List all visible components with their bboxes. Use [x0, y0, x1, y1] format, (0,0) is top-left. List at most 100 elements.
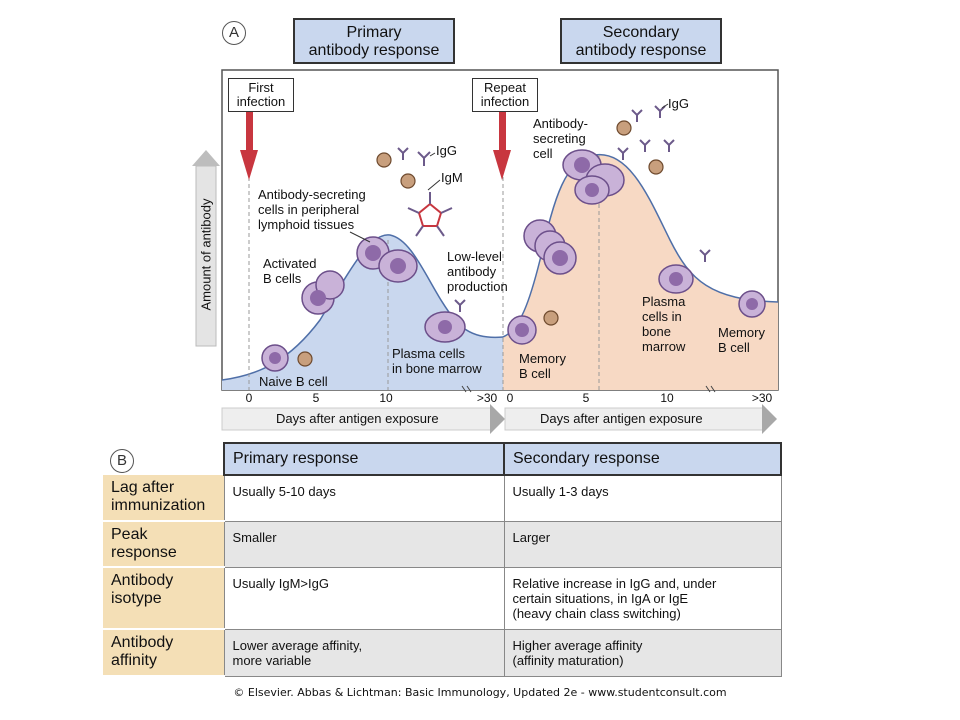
row-label-affinity: Antibody affinity	[103, 629, 224, 677]
cell-secondary-lag: Usually 1-3 days	[503, 474, 782, 522]
row-label-line: Lag after	[111, 479, 175, 496]
antigen-6	[648, 159, 664, 175]
low-level-line2: antibody	[447, 264, 497, 279]
asc-secondary-label: Antibody- secreting cell	[533, 116, 588, 161]
antigen-1	[297, 351, 313, 367]
activated-b-label: Activated B cells	[263, 256, 316, 286]
repeat-infection-line1: Repeat	[484, 80, 526, 95]
cell-line: Higher average affinity	[512, 637, 643, 653]
cell-primary-isotype: Usually IgM>IgG	[223, 566, 505, 630]
tick-secondary-10: 10	[660, 391, 674, 405]
col-header-secondary: Secondary response	[503, 442, 782, 476]
y-axis-arrow	[192, 150, 220, 347]
low-level-line1: Low-level	[447, 249, 502, 264]
first-infection-line1: First	[248, 80, 274, 95]
x-axis-arrow-primary	[221, 404, 505, 434]
activated-b-line1: Activated	[263, 256, 317, 271]
cell-line: Usually IgM>IgG	[232, 575, 329, 591]
response-comparison-table: Primary response Secondary response Lag …	[103, 442, 782, 677]
cell-line: Relative increase in IgG and, under	[512, 575, 717, 591]
table-row: Antibody isotype Usually IgM>IgG Relativ…	[103, 566, 782, 630]
first-infection-line2: infection	[236, 94, 286, 109]
antigen-2	[376, 152, 392, 168]
table-row: Peak response Smaller Larger	[103, 520, 782, 568]
antigen-5	[616, 120, 632, 136]
igg-antibody-primary	[417, 151, 431, 166]
tick-secondary-30: >30	[751, 391, 773, 405]
asc-peripheral-line3: lymphoid tissues	[258, 217, 355, 232]
asc-secondary-line1: Antibody-	[533, 116, 588, 131]
cell-line: (heavy chain class switching)	[512, 605, 681, 621]
asc-peripheral-line1: Antibody-secreting	[258, 187, 366, 202]
plasma-primary-label: Plasma cells in bone marrow	[392, 346, 482, 376]
memory-right-label: Memory B cell	[718, 325, 765, 355]
row-label-line: Peak	[111, 526, 148, 543]
cell-line: (affinity maturation)	[512, 652, 624, 668]
row-label-line: affinity	[111, 652, 157, 669]
memory-right-line2: B cell	[718, 340, 750, 355]
asc-secondary-line2: secreting	[533, 131, 586, 146]
plasma-secondary-line4: marrow	[642, 339, 686, 354]
copyright-footer: © Elsevier. Abbas & Lichtman: Basic Immu…	[233, 686, 727, 699]
igg-label-secondary: IgG	[668, 96, 689, 111]
tick-primary-0: 0	[245, 391, 253, 405]
memory-left-line1: Memory	[519, 351, 566, 366]
axis-break-primary	[461, 385, 467, 393]
secondary-response-curve	[503, 154, 778, 390]
x-axis-label-secondary: Days after antigen exposure	[540, 411, 703, 426]
tick-secondary-5: 5	[582, 391, 590, 405]
memory-left-label: Memory B cell	[519, 351, 566, 381]
row-label-line: response	[111, 544, 177, 561]
tick-primary-30: >30	[476, 391, 498, 405]
cell-line: more variable	[232, 652, 312, 668]
row-label-line: isotype	[111, 590, 162, 607]
y-axis-label: Amount of antibody	[198, 198, 214, 311]
cell-primary-peak: Smaller	[223, 520, 505, 568]
asc-secondary-line3: cell	[533, 146, 553, 161]
secondary-header-line1: Secondary	[602, 24, 680, 41]
repeat-infection-arrow	[493, 112, 511, 180]
low-level-antibody	[454, 299, 466, 312]
first-infection-arrow	[240, 112, 258, 180]
tick-primary-10: 10	[379, 391, 393, 405]
table-row: Lag after immunization Usually 5-10 days…	[103, 474, 782, 522]
row-label-lag: Lag after immunization	[103, 475, 224, 522]
repeat-infection-line2: infection	[480, 94, 530, 109]
primary-header-line1: Primary	[346, 24, 402, 41]
x-axis-arrow-secondary	[504, 404, 777, 434]
row-label-peak: Peak response	[103, 521, 224, 568]
cell-secondary-peak: Larger	[503, 520, 782, 568]
axis-break-secondary	[705, 385, 711, 393]
low-level-label: Low-level antibody production	[447, 249, 508, 294]
memory-left-line2: B cell	[519, 366, 551, 381]
col-header-primary: Primary response	[223, 442, 505, 476]
asc-peripheral-label: Antibody-secreting cells in peripheral l…	[258, 187, 366, 232]
plasma-secondary-label: Plasma cells in bone marrow	[642, 294, 685, 354]
activated-b-line2: B cells	[263, 271, 302, 286]
plasma-primary-line1: Plasma cells	[392, 346, 465, 361]
primary-header-line2: antibody response	[308, 42, 440, 59]
tick-secondary-0: 0	[506, 391, 514, 405]
cell-line: Usually 5-10 days	[232, 484, 336, 499]
cell-primary-lag: Usually 5-10 days	[223, 474, 505, 522]
asc-peripheral-line2: cells in peripheral	[258, 202, 360, 217]
row-label-line: Antibody	[111, 634, 174, 651]
panel-a-letter: A	[222, 21, 246, 45]
cell-line: Larger	[512, 529, 551, 545]
primary-response-curve	[222, 234, 503, 390]
igm-pentamer	[417, 202, 443, 227]
low-level-line3: production	[447, 279, 508, 294]
primary-response-header: Primary antibody response	[293, 18, 455, 64]
row-label-line: Antibody	[111, 572, 174, 589]
repeat-infection-callout: Repeat infection	[472, 78, 538, 112]
cell-secondary-isotype: Relative increase in IgG and, under cert…	[503, 566, 782, 630]
cell-line: Usually 1-3 days	[512, 484, 609, 499]
igm-label-primary: IgM	[441, 170, 463, 185]
plasma-secondary-line2: cells in	[642, 309, 682, 324]
first-infection-callout: First infection	[228, 78, 294, 112]
cell-line: certain situations, in IgA or IgE	[512, 590, 689, 606]
plasma-secondary-line1: Plasma	[642, 294, 686, 309]
naive-b-label: Naive B cell	[259, 374, 328, 389]
row-label-isotype: Antibody isotype	[103, 567, 224, 630]
